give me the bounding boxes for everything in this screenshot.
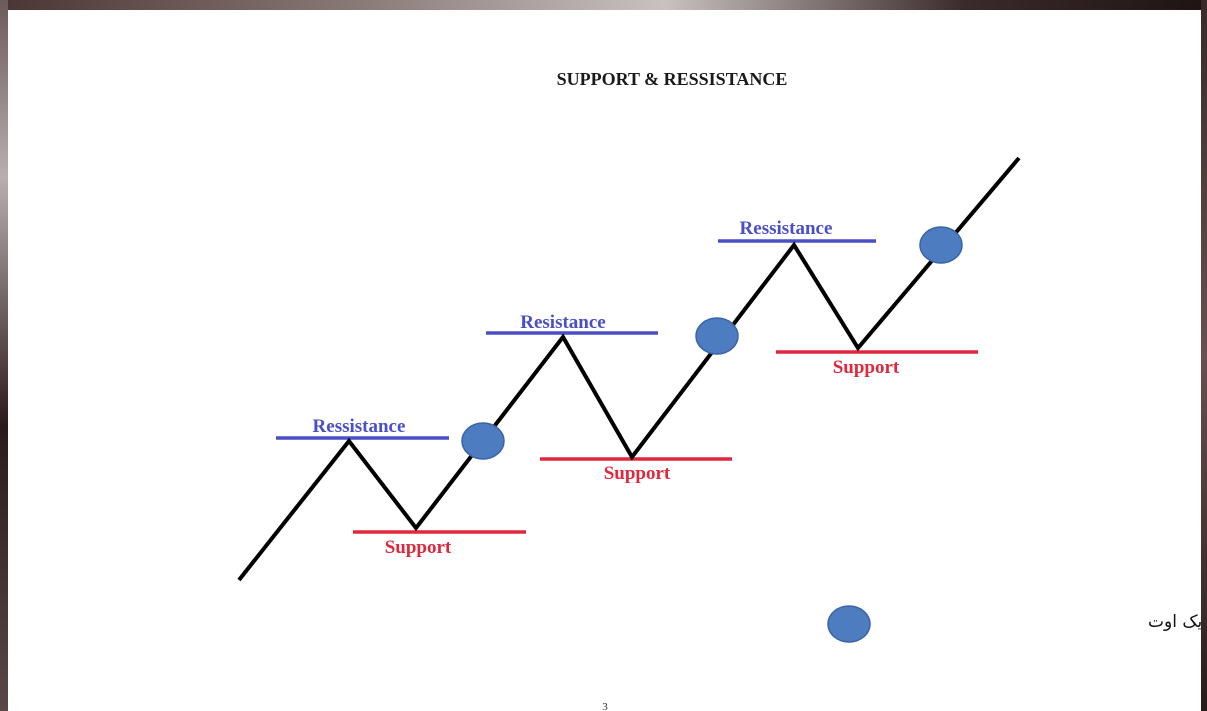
breakout-circle-icon: [919, 226, 963, 264]
support-label-3: Support: [833, 357, 900, 378]
legend-breakout-text: ناحیه ی شکست یا بریک اوت: [1148, 612, 1201, 632]
breakout-circle-icon: [695, 317, 739, 355]
price-trend-line: [237, 156, 1021, 582]
background-frame-top: [0, 0, 1207, 10]
resistance-label-1: Ressistance: [313, 416, 406, 437]
resistance-label-2: Resistance: [520, 312, 605, 333]
resistance-label-3: Ressistance: [740, 218, 833, 239]
breakout-circle-icon: [461, 422, 505, 460]
diagram-title: SUPPORT & RESSISTANCE: [557, 69, 788, 89]
page-number: 3: [602, 701, 608, 711]
background-frame-left: [0, 0, 8, 711]
slide-page: SUPPORT & RESSISTANCE Ressistance Resist…: [8, 10, 1201, 711]
legend-breakout-circle-icon: [827, 605, 871, 643]
support-resistance-diagram: SUPPORT & RESSISTANCE Ressistance Resist…: [237, 69, 1201, 711]
background-frame-right: [1201, 0, 1207, 711]
support-label-1: Support: [385, 537, 452, 558]
support-label-2: Support: [604, 463, 671, 484]
